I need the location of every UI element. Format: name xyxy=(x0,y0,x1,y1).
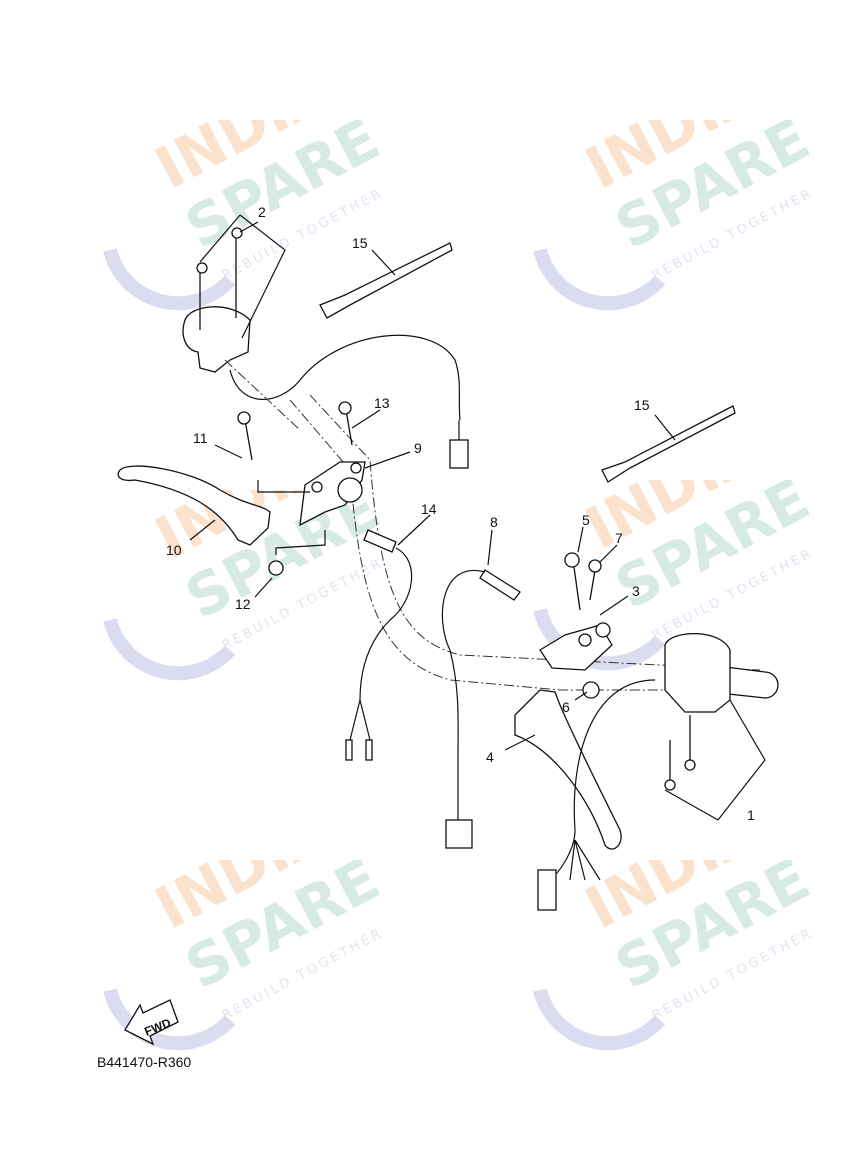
cable-tie xyxy=(601,405,736,483)
pivot-bolt xyxy=(244,419,253,461)
left-handlebar-switch xyxy=(182,227,251,373)
clutch-lever xyxy=(117,465,271,546)
brake-lever xyxy=(514,689,622,850)
forward-arrow-icon: FWD xyxy=(124,999,179,1046)
callout-2: 2 xyxy=(258,204,266,220)
callout-1: 1 xyxy=(747,807,755,823)
callout-14: 14 xyxy=(421,501,437,517)
watermark-logo xyxy=(90,860,390,1100)
callout-13: 13 xyxy=(374,395,390,411)
switch-connector xyxy=(449,439,469,469)
watermark-logo xyxy=(520,120,820,360)
cable-tie xyxy=(319,242,453,319)
nut xyxy=(268,560,284,576)
handlebar-outline xyxy=(289,394,761,691)
clutch-lever-holder xyxy=(299,461,366,527)
watermark-lettering xyxy=(520,860,820,1100)
callout-6: 6 xyxy=(562,699,570,715)
callout-15: 15 xyxy=(634,397,650,413)
callout-9: 9 xyxy=(414,440,422,456)
drawing-code: B441470-R360 xyxy=(97,1054,192,1070)
callout-12: 12 xyxy=(235,596,251,612)
callout-10: 10 xyxy=(166,542,182,558)
watermark-logo xyxy=(520,860,820,1100)
callout-4: 4 xyxy=(486,749,494,765)
callout-8: 8 xyxy=(490,514,498,530)
callout-3: 3 xyxy=(632,583,640,599)
callout-5: 5 xyxy=(582,512,590,528)
right-handlebar-switch xyxy=(664,632,731,791)
watermark-lettering xyxy=(90,860,390,1100)
watermark-lettering xyxy=(520,120,820,360)
callout-11: 11 xyxy=(193,430,208,446)
callout-7: 7 xyxy=(615,530,623,546)
callout-15: 15 xyxy=(352,235,368,251)
